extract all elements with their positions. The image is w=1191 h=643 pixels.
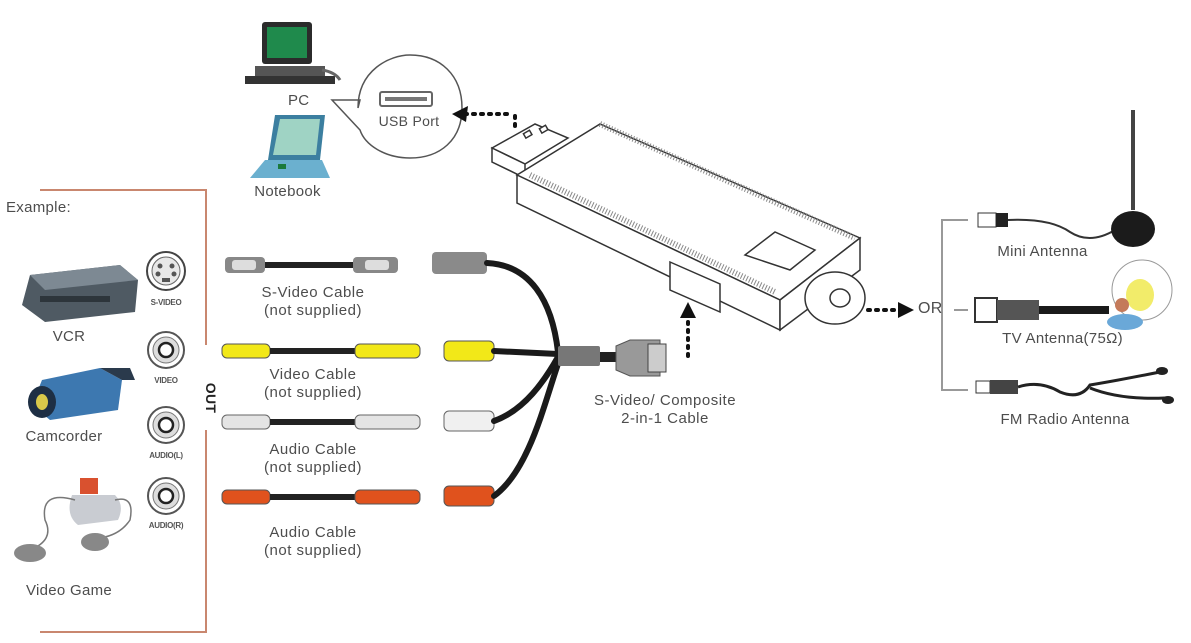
tv-antenna-graphic bbox=[974, 259, 1173, 330]
combo-cable-bundle bbox=[484, 260, 563, 499]
usb-dotted-arrow bbox=[452, 106, 517, 128]
video-game-icon bbox=[14, 478, 132, 562]
s-video-cable-graphic bbox=[225, 252, 487, 274]
example-heading: Example: bbox=[6, 199, 71, 216]
notebook-icon bbox=[250, 115, 330, 178]
or-label: OR bbox=[918, 300, 943, 317]
combo-cable-line2: 2-in-1 Cable bbox=[621, 410, 709, 427]
cable-name: Audio Cable bbox=[269, 524, 357, 541]
audio-left-port-icon bbox=[147, 406, 185, 444]
combo-dotted-arrow bbox=[680, 302, 696, 360]
combo-cable-connector bbox=[558, 339, 667, 377]
audio-right-cable-graphic bbox=[221, 485, 495, 507]
device-label-camcorder: Camcorder bbox=[25, 428, 103, 445]
antenna-label-fm: FM Radio Antenna bbox=[1000, 411, 1130, 428]
audio-left-cable-graphic bbox=[221, 410, 495, 432]
video-cable-graphic bbox=[221, 340, 495, 362]
cable-name: Audio Cable bbox=[269, 441, 357, 458]
cable-note: (not supplied) bbox=[264, 384, 362, 401]
combo-cable-line1: S-Video/ Composite bbox=[593, 392, 737, 409]
cable-note: (not supplied) bbox=[264, 302, 362, 319]
video-port-icon bbox=[147, 331, 185, 369]
cable-note: (not supplied) bbox=[264, 459, 362, 476]
cable-label-video: Video Cable (not supplied) bbox=[238, 366, 388, 402]
port-label-audio-left: AUDIO(L) bbox=[149, 451, 183, 460]
example-panel-border bbox=[40, 189, 207, 633]
port-label-audio-right: AUDIO(R) bbox=[148, 521, 184, 530]
usb-port-bubble bbox=[330, 54, 463, 159]
camcorder-icon bbox=[28, 368, 135, 420]
antenna-label-tv: TV Antenna(75Ω) bbox=[1002, 330, 1123, 347]
antenna-label-mini: Mini Antenna bbox=[997, 243, 1088, 260]
cable-name: S-Video Cable bbox=[261, 284, 365, 301]
out-label: OUT bbox=[203, 382, 220, 414]
fm-antenna-graphic bbox=[975, 367, 1174, 404]
cable-note: (not supplied) bbox=[264, 542, 362, 559]
pc-icon bbox=[245, 22, 342, 84]
pc-label: PC bbox=[288, 92, 310, 109]
cable-label-audio-right: Audio Cable (not supplied) bbox=[238, 524, 388, 560]
s-video-port-icon bbox=[146, 251, 186, 291]
notebook-label: Notebook bbox=[254, 183, 321, 200]
cable-label-s-video: S-Video Cable (not supplied) bbox=[238, 284, 388, 320]
usb-port-label: USB Port bbox=[378, 113, 440, 129]
antenna-bracket bbox=[941, 219, 968, 391]
port-label-video: VIDEO bbox=[154, 376, 178, 385]
audio-right-port-icon bbox=[147, 477, 185, 515]
cable-label-audio-left: Audio Cable (not supplied) bbox=[238, 441, 388, 477]
device-label-video-game: Video Game bbox=[25, 582, 113, 599]
antenna-dotted-arrow bbox=[866, 302, 914, 318]
combo-cable-label: S-Video/ Composite 2-in-1 Cable bbox=[560, 392, 770, 428]
cable-name: Video Cable bbox=[269, 366, 357, 383]
device-label-vcr: VCR bbox=[52, 328, 86, 345]
usb-tv-stick bbox=[490, 121, 866, 332]
vcr-icon bbox=[22, 265, 138, 322]
mini-antenna-graphic bbox=[977, 110, 1155, 247]
port-label-s-video: S-VIDEO bbox=[150, 298, 182, 307]
